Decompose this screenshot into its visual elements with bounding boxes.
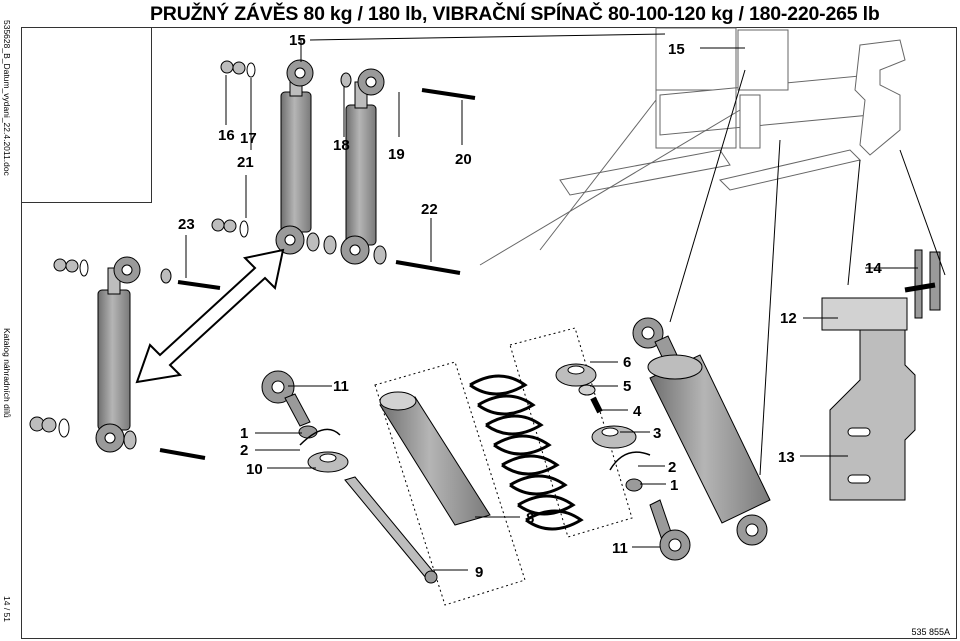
protective-tube [379,391,491,526]
callout-4: 4 [633,403,642,420]
leader-lines [185,33,946,571]
shock-absorber-far-left [95,256,141,453]
callout-23: 23 [178,216,195,233]
callout-17: 17 [240,130,257,147]
callout-1a: 1 [240,425,248,442]
callout-11a: 11 [333,378,349,395]
callout-1b: 1 [670,477,678,494]
callout-15a: 15 [289,32,306,49]
nuts-and-washers [29,60,387,450]
mounting-bracket [821,249,941,501]
coil-spring [469,374,584,531]
page-title: PRUŽNÝ ZÁVĚS 80 kg / 180 lb, VIBRAČNÍ SP… [150,3,880,25]
callout-15b: 15 [668,41,685,58]
shock-absorber-left-2 [340,68,385,265]
callout-18: 18 [333,137,350,154]
callout-2a: 2 [240,442,248,459]
bolts [159,88,603,460]
shock-absorber-left-1 [275,59,314,255]
callout-numbers: 15 15 16 17 18 19 20 21 22 23 14 12 13 1… [178,32,882,581]
callout-6: 6 [623,354,631,371]
mounting-frame [479,27,906,266]
piston-rod [344,476,438,584]
callout-12: 12 [780,310,797,327]
double-arrow [135,248,285,384]
callout-16: 16 [218,127,235,144]
callout-14: 14 [865,260,882,277]
eyelet-assembly-left [261,370,349,473]
callout-9: 9 [475,564,483,581]
callout-11b: 11 [612,540,628,557]
callout-5: 5 [623,378,631,395]
inset-box [21,27,152,203]
callout-22: 22 [421,201,438,218]
callout-10: 10 [246,461,263,478]
callout-21: 21 [237,154,254,171]
callout-3: 3 [653,425,661,442]
figure-code: 535 855A [911,627,950,637]
callout-13: 13 [778,449,795,466]
page-frame [21,27,957,639]
callout-19: 19 [388,146,405,163]
dashed-box-tube [374,361,526,606]
dashed-box-spring [509,327,633,538]
callout-2b: 2 [668,459,676,476]
damper-parts-right [555,363,691,561]
callout-8: 8 [526,510,534,527]
callout-20: 20 [455,151,472,168]
assembled-shock-absorber [632,317,771,546]
